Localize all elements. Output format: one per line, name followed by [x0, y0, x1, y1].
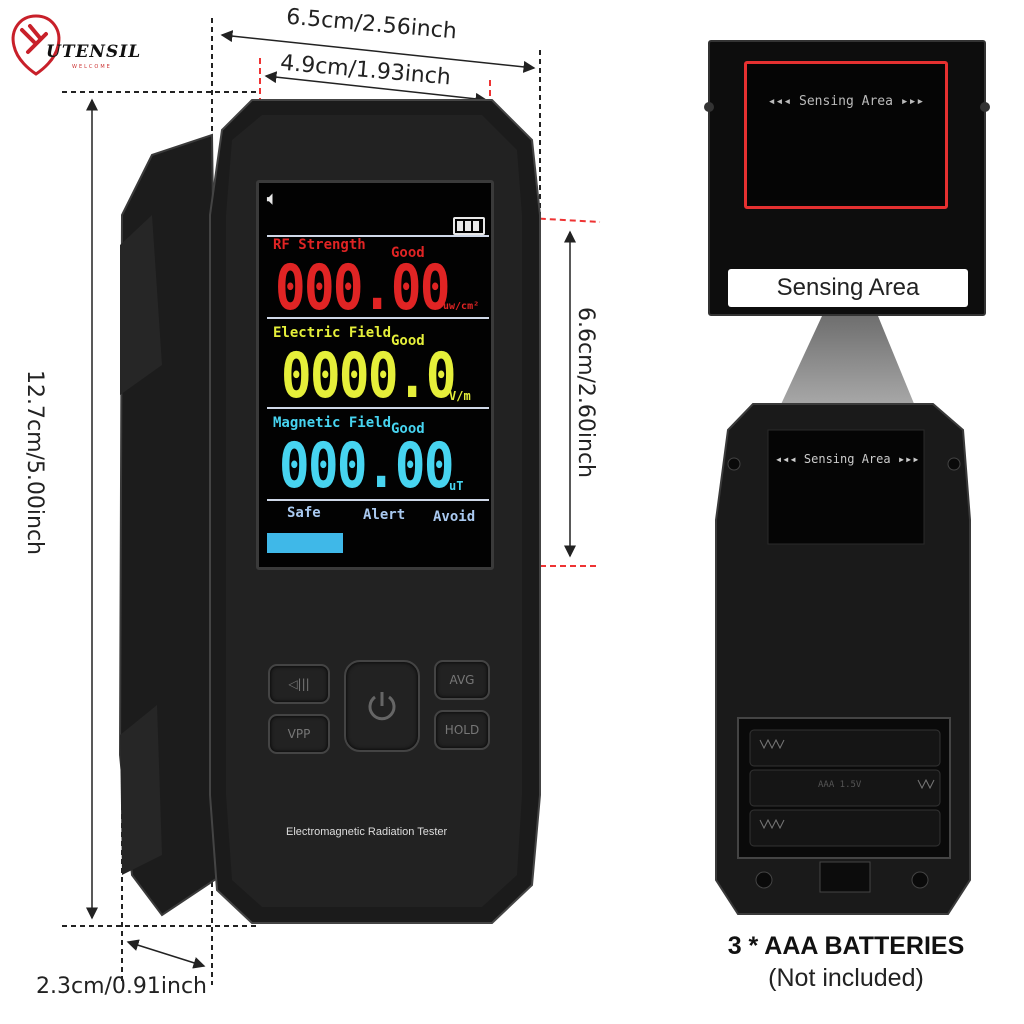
device-title: Electromagnetic Radiation Tester: [286, 826, 448, 838]
rf-strength-unit: uw/cm²: [443, 301, 480, 312]
battery-note: (Not included): [768, 964, 924, 992]
scale-safe-label: Safe: [287, 505, 321, 521]
electric-field-label: Electric Field: [273, 325, 392, 341]
electric-field-status: Good: [391, 333, 425, 349]
power-button[interactable]: [344, 660, 420, 752]
sensing-area-box: ◂◂◂ Sensing Area ▸▸▸: [744, 61, 948, 209]
electric-field-unit: V/m: [449, 389, 471, 403]
magnetic-field-value: 000.00: [279, 429, 454, 502]
back-sensing-area-arrows: ◂◂◂ Sensing Area ▸▸▸: [775, 452, 920, 466]
battery-caption: 3 * AAA BATTERIES (Not included): [700, 0, 992, 1024]
screw-hole-icon: [980, 102, 990, 112]
power-icon: [368, 692, 396, 721]
battery-title: 3 * AAA BATTERIES: [727, 932, 965, 960]
lcd-divider: [267, 317, 489, 319]
vpp-button[interactable]: VPP: [268, 714, 330, 754]
rf-strength-label: RF Strength: [273, 237, 366, 253]
lcd-divider: [267, 407, 489, 409]
brand-tagline: WELCOME: [72, 64, 112, 70]
electric-field-value: 0000.0: [281, 339, 456, 412]
scale-alert-label: Alert: [363, 507, 406, 523]
rf-strength-value: 000.00: [275, 251, 450, 324]
zoom-connector: [770, 316, 924, 428]
battery-level-icon: [453, 217, 485, 235]
screw-hole-icon: [704, 102, 714, 112]
radiation-level-bar: [267, 533, 343, 553]
rf-strength-status: Good: [391, 245, 425, 261]
dimension-total-height: 12.7cm/5.00inch: [22, 369, 48, 556]
lcd-screen: 🔈︎ RF Strength Good 000.00 uw/cm² Electr…: [256, 180, 494, 570]
sound-button[interactable]: ◁|||: [268, 664, 330, 704]
speaker-icon: 🔈︎: [267, 189, 278, 209]
device-back: [715, 403, 971, 915]
sensing-area-zoom: ◂◂◂ Sensing Area ▸▸▸ Sensing Area: [704, 40, 990, 316]
brand-name: UTENSIL: [46, 42, 142, 62]
lcd-divider: [267, 499, 489, 501]
sensing-area-label: Sensing Area: [728, 269, 968, 307]
sensing-area-arrows: ◂◂◂ Sensing Area ▸▸▸: [767, 94, 925, 109]
dimension-depth: 2.3cm/0.91inch: [36, 974, 208, 999]
lcd-divider: [267, 235, 489, 237]
battery-cell-text: AAA 1.5V: [818, 780, 862, 790]
brand-logo: UTENSIL WELCOME: [6, 8, 156, 76]
magnetic-field-status: Good: [391, 421, 425, 437]
magnetic-field-unit: uT: [449, 479, 464, 493]
scale-avoid-label: Avoid: [433, 509, 476, 525]
avg-button[interactable]: AVG: [434, 660, 490, 700]
dimension-screen-height: 6.6cm/2.60inch: [573, 306, 599, 479]
hold-button[interactable]: HOLD: [434, 710, 490, 750]
magnetic-field-label: Magnetic Field: [273, 415, 392, 431]
wrench-logo-icon: [11, 14, 61, 76]
